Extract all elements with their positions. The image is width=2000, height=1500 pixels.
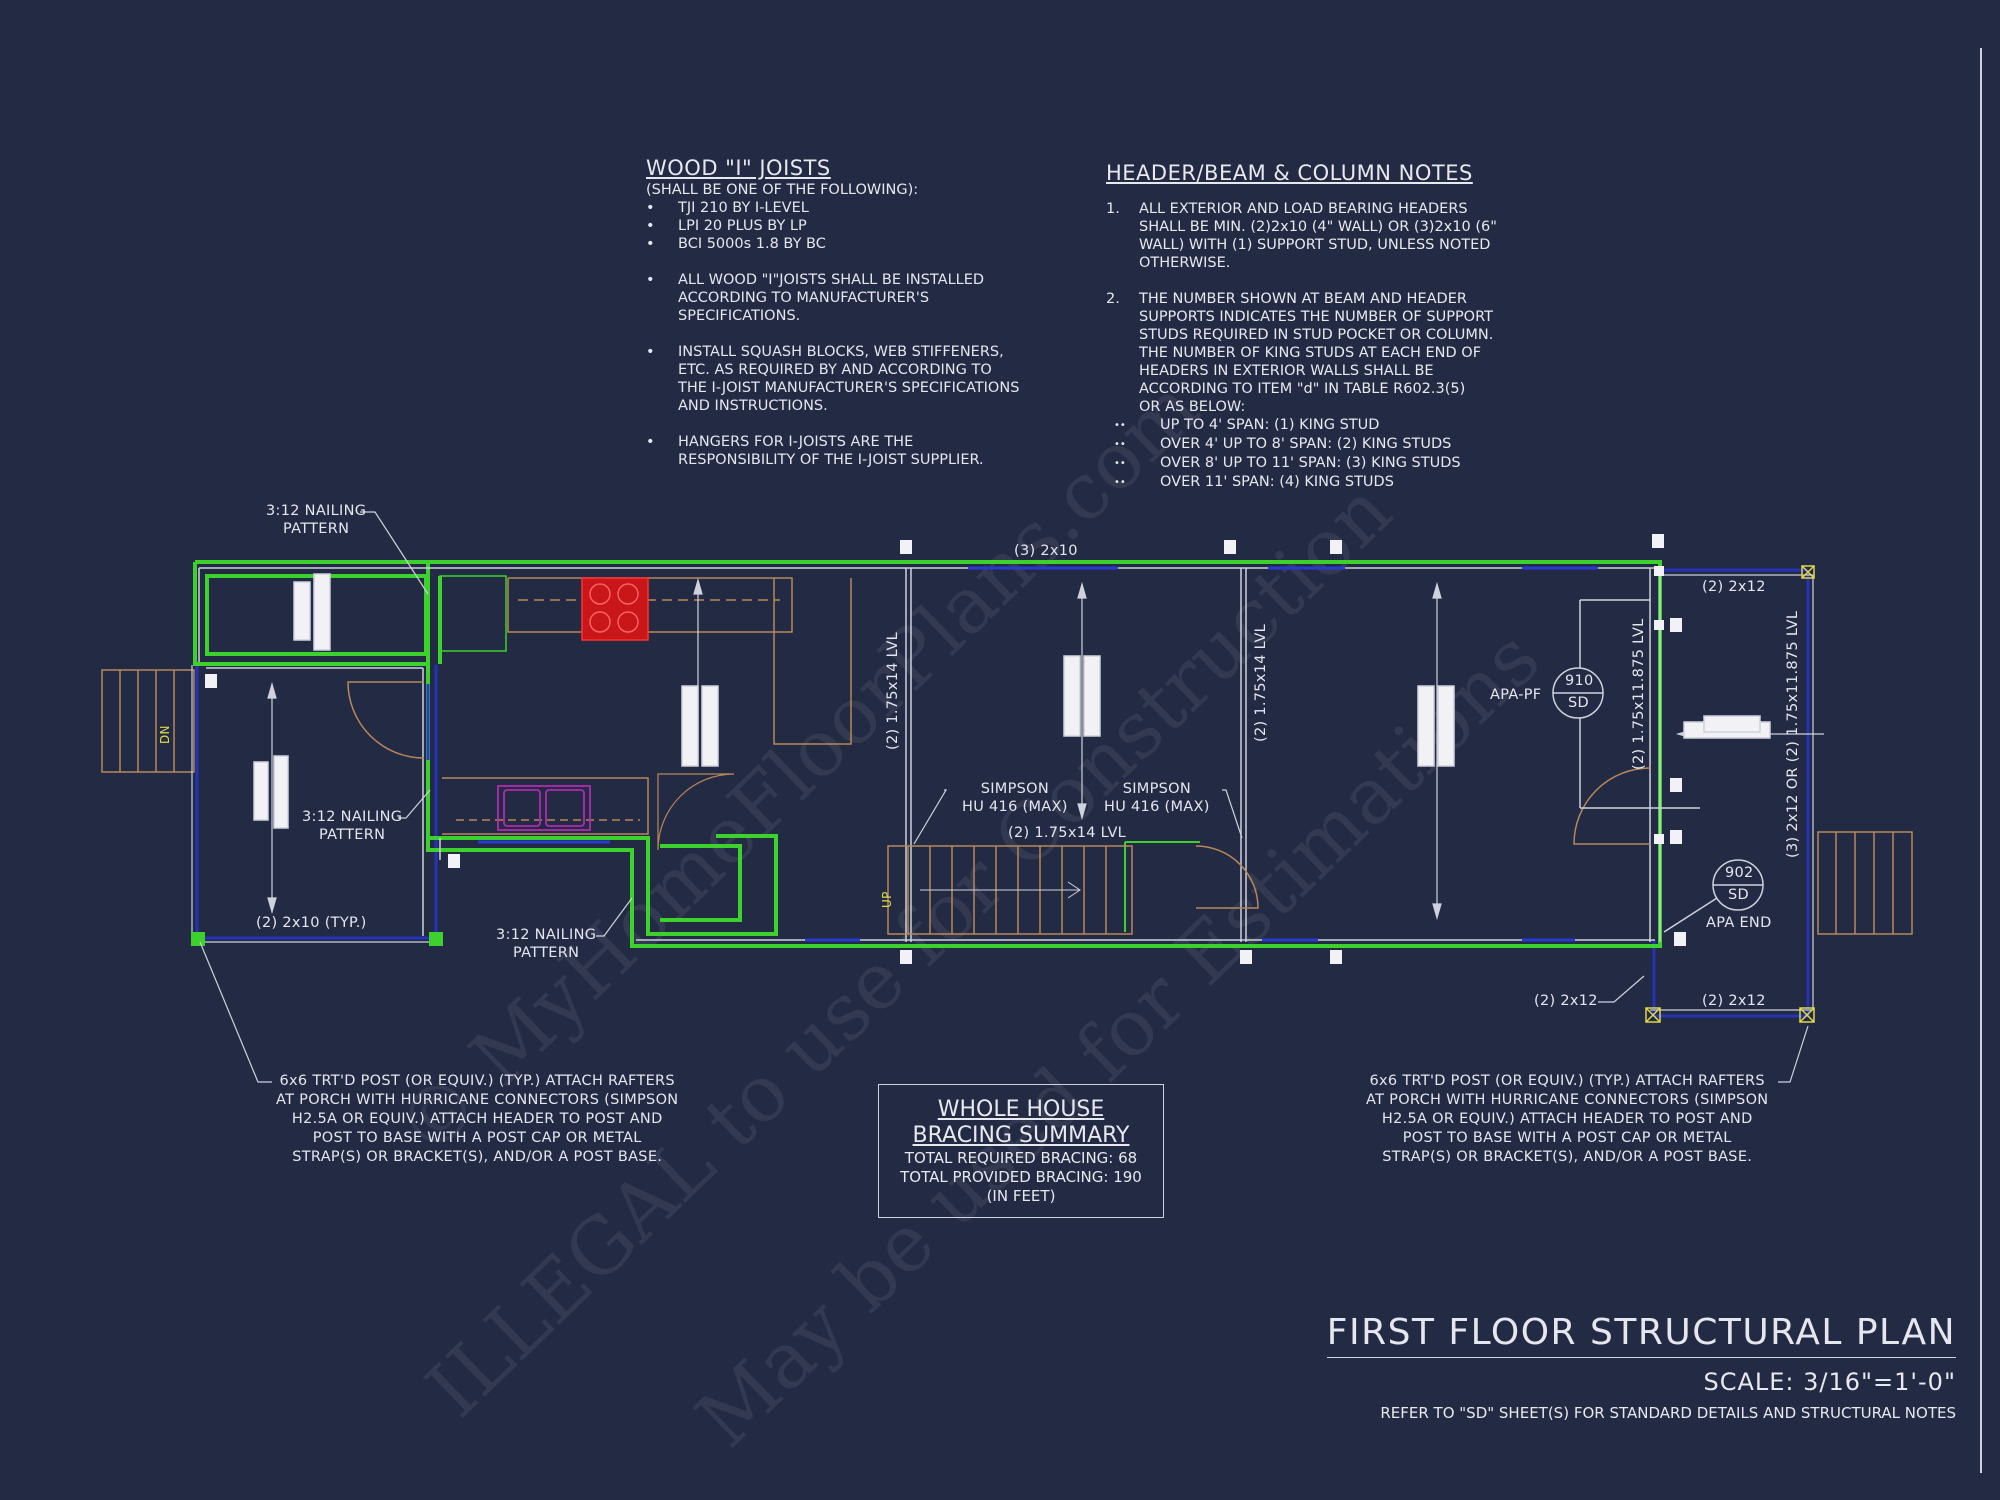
- note-number: 2.: [1106, 291, 1120, 307]
- left-porch-steps: [101, 669, 195, 773]
- joist-note-list: ALL WOOD "I"JOISTS SHALL BE INSTALLED AC…: [646, 271, 1066, 469]
- kitchen-counter: [442, 577, 852, 835]
- list-item: BCI 5000s 1.8 BY BC: [646, 235, 1066, 253]
- note-number: 1.: [1106, 201, 1120, 217]
- detail-910-number: 910: [1565, 673, 1594, 689]
- note-text: ALL EXTERIOR AND LOAD BEARING HEADERS SH…: [1139, 201, 1497, 271]
- detail-902-number: 902: [1725, 865, 1754, 881]
- joist-symbols: [253, 573, 1771, 829]
- header-3-2x10-label: (3) 2x10: [1014, 543, 1078, 559]
- bracing-title-2: BRACING SUMMARY: [912, 1123, 1130, 1148]
- joist-notes-title: WOOD "I" JOISTS: [646, 156, 831, 180]
- apa-pf-label: APA-PF: [1490, 687, 1542, 703]
- kitchen-sink: [497, 785, 591, 831]
- note-text: THE NUMBER SHOWN AT BEAM AND HEADER SUPP…: [1139, 291, 1494, 415]
- joist-type-list: TJI 210 BY I-LEVEL LPI 20 PLUS BY LP BCI…: [646, 199, 1066, 253]
- post-markers: [205, 534, 1686, 964]
- detail-902-sheet: SD: [1728, 887, 1749, 903]
- title-block: FIRST FLOOR STRUCTURAL PLAN SCALE: 3/16"…: [1326, 1312, 1956, 1422]
- detail-callouts: [1552, 599, 1764, 933]
- nailing-pattern-label-top: 3:12 NAILING PATTERN: [266, 503, 367, 537]
- corner-post-green: [191, 932, 443, 946]
- lvl-label-left: (2) 1.75x14 LVL: [885, 631, 901, 750]
- list-item: OVER 4' UP TO 8' SPAN: (2) KING STUDS: [1106, 435, 1546, 454]
- lvl-label-stair: (2) 1.75x14 LVL: [1008, 825, 1127, 841]
- header-notes-title: HEADER/BEAM & COLUMN NOTES: [1106, 161, 1473, 185]
- list-item: LPI 20 PLUS BY LP: [646, 217, 1066, 235]
- lvl-label-mid: (2) 1.75x14 LVL: [1253, 623, 1269, 742]
- list-item: OVER 11' SPAN: (4) KING STUDS: [1106, 473, 1546, 492]
- porch-post-markers: [1645, 565, 1815, 1023]
- joist-notes: WOOD "I" JOISTS (SHALL BE ONE OF THE FOL…: [646, 155, 1066, 469]
- top-2x12-label: (2) 2x12: [1702, 579, 1766, 595]
- list-item: HANGERS FOR I-JOISTS ARE THE RESPONSIBIL…: [646, 433, 1066, 469]
- right-porch-steps: [1817, 831, 1913, 935]
- post-note-right: 6x6 TRT'D POST (OR EQUIV.) (TYP.) ATTACH…: [1366, 1073, 1769, 1165]
- bot-2x12-right-label: (2) 2x12: [1702, 993, 1766, 1009]
- simpson-label-left: SIMPSON HU 416 (MAX): [962, 781, 1068, 815]
- bracing-required: TOTAL REQUIRED BRACING: 68: [904, 1149, 1138, 1167]
- bracing-summary-box: WHOLE HOUSE BRACING SUMMARY TOTAL REQUIR…: [878, 1084, 1164, 1218]
- range-cooktop: [581, 577, 649, 641]
- joist-span-arrows: [267, 577, 1824, 921]
- typ-2x10-label: (2) 2x10 (TYP.): [256, 915, 367, 931]
- list-item: 1. ALL EXTERIOR AND LOAD BEARING HEADERS …: [1106, 200, 1546, 272]
- porch-outline-white: [191, 574, 1814, 1011]
- list-item: TJI 210 BY I-LEVEL: [646, 199, 1066, 217]
- joist-notes-subtitle: (SHALL BE ONE OF THE FOLLOWING):: [646, 182, 919, 198]
- sheet-title: FIRST FLOOR STRUCTURAL PLAN: [1326, 1312, 1956, 1358]
- nailing-pattern-label-bot: 3:12 NAILING PATTERN: [496, 927, 597, 961]
- bot-2x12-left-label: (2) 2x12: [1534, 993, 1598, 1009]
- porch-outline: [195, 568, 1810, 1018]
- king-stud-list: UP TO 4' SPAN: (1) KING STUD OVER 4' UP …: [1106, 416, 1546, 492]
- list-item: ALL WOOD "I"JOISTS SHALL BE INSTALLED AC…: [646, 271, 1066, 325]
- leader-lines: [199, 511, 1809, 1083]
- list-item: UP TO 4' SPAN: (1) KING STUD: [1106, 416, 1546, 435]
- bracing-units: (IN FEET): [986, 1187, 1056, 1205]
- stairs: [887, 845, 1133, 935]
- window-headers: [426, 566, 1598, 942]
- sheet-border: [1980, 48, 1982, 1473]
- nailing-pattern-label-mid: 3:12 NAILING PATTERN: [302, 809, 403, 843]
- sheet-reference-note: REFER TO "SD" SHEET(S) FOR STANDARD DETA…: [1380, 1404, 1956, 1422]
- list-item: INSTALL SQUASH BLOCKS, WEB STIFFENERS, E…: [646, 343, 1066, 415]
- header-note-list: 1. ALL EXTERIOR AND LOAD BEARING HEADERS …: [1106, 200, 1546, 416]
- bracing-title-1: WHOLE HOUSE: [937, 1097, 1105, 1122]
- lvl-label-far-right: (3) 2x12 OR (2) 1.75x11.875 LVL: [1785, 610, 1801, 858]
- detail-910-sheet: SD: [1568, 695, 1589, 711]
- list-item: OVER 8' UP TO 11' SPAN: (3) KING STUDS: [1106, 454, 1546, 473]
- post-note-left: 6x6 TRT'D POST (OR EQUIV.) (TYP.) ATTACH…: [276, 1073, 679, 1165]
- stair-down-label: DN: [158, 725, 172, 744]
- bracing-provided: TOTAL PROVIDED BRACING: 190: [900, 1168, 1142, 1186]
- stair-up-label: UP: [880, 891, 894, 908]
- simpson-label-right: SIMPSON HU 416 (MAX): [1104, 781, 1210, 815]
- sheet-scale: SCALE: 3/16"=1'-0": [1703, 1368, 1956, 1396]
- apa-end-label: APA END: [1706, 915, 1772, 931]
- lvl-label-right: (2) 1.75x11.875 LVL: [1631, 618, 1647, 770]
- list-item: 2. THE NUMBER SHOWN AT BEAM AND HEADER SU…: [1106, 290, 1546, 416]
- door-swings: [347, 681, 1651, 909]
- header-beam-notes: HEADER/BEAM & COLUMN NOTES 1. ALL EXTERIO…: [1106, 160, 1546, 492]
